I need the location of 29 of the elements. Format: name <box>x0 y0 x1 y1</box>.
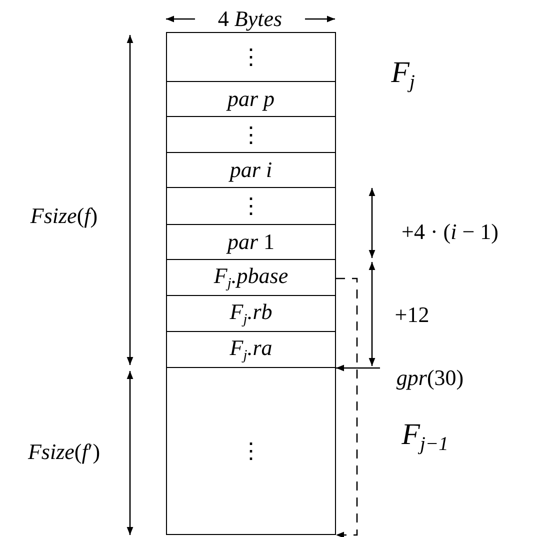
arrow <box>336 364 380 372</box>
cell-label: par p <box>227 88 275 110</box>
memory-cell <box>166 32 336 82</box>
memory-cell <box>166 224 336 260</box>
memory-cell <box>166 295 336 332</box>
dimension-label: Fsize(f) <box>30 205 98 227</box>
memory-cell <box>166 187 336 225</box>
cell-label: ⋮ <box>240 46 262 68</box>
frame-label: F$_{j}$ <box>391 58 415 92</box>
frame-label: F$_{j−1}$ <box>402 420 448 454</box>
cell-label: F$_{j}$.ra <box>230 336 272 362</box>
cell-label: par i <box>230 159 272 181</box>
dimension-label: Fsize(f′) <box>28 441 100 463</box>
cell-label: ⋮ <box>240 124 262 146</box>
register-label: gpr(30) <box>396 367 464 389</box>
memory-cell <box>166 367 336 535</box>
memory-cell <box>166 152 336 188</box>
cell-label: ⋮ <box>240 440 262 462</box>
memory-cell <box>166 259 336 296</box>
cell-label: par 1 <box>227 231 275 253</box>
memory-cell <box>166 116 336 153</box>
memory-cell <box>166 81 336 117</box>
cell-label: ⋮ <box>240 195 262 217</box>
cell-label: F$_{j}$.pbase <box>214 264 288 290</box>
dashed-arrow <box>336 278 358 537</box>
memory-cell <box>166 331 336 368</box>
offset-label: +12 <box>394 304 430 326</box>
cell-label: F$_{j}$.rb <box>230 300 272 326</box>
offset-label: +4 · (i − 1) <box>402 221 498 243</box>
